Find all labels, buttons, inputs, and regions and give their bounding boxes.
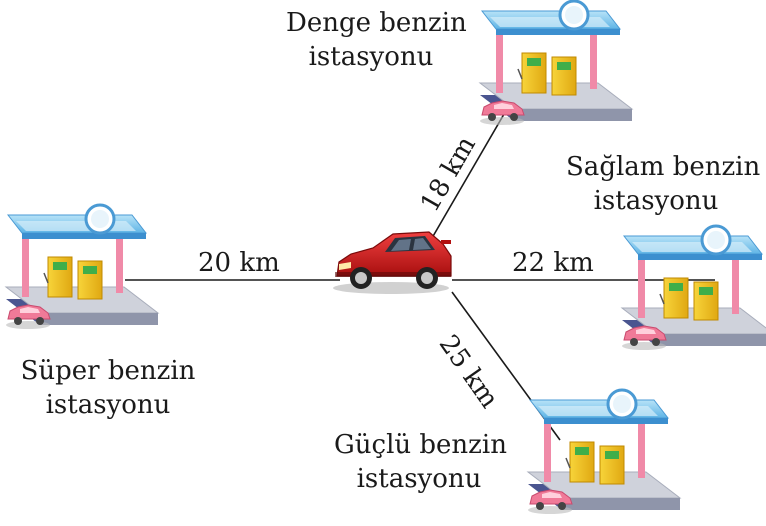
station-label-super: Süper benzin istasyonu xyxy=(18,354,198,422)
station-suffix-super: istasyonu xyxy=(45,390,171,420)
gas-station-icon-denge xyxy=(478,0,634,127)
distance-label-saglam: 22 km xyxy=(512,248,594,278)
red-car-icon xyxy=(333,231,452,294)
station-name-super: Süper benzin xyxy=(20,356,196,386)
station-label-guclu: Güçlü benzin istasyonu xyxy=(334,428,507,496)
station-name-saglam: Sağlam benzin xyxy=(566,152,761,182)
station-label-denge: Denge benzin istasyonu xyxy=(286,6,467,74)
station-name-guclu: Güçlü benzin xyxy=(334,430,507,460)
gas-station-icon-saglam xyxy=(620,224,766,352)
station-suffix-saglam: istasyonu xyxy=(593,186,719,216)
station-suffix-denge: istasyonu xyxy=(308,42,434,72)
distance-label-super: 20 km xyxy=(198,248,280,278)
gas-station-icon-guclu xyxy=(526,388,682,516)
station-label-saglam: Sağlam benzin istasyonu xyxy=(566,150,761,218)
station-name-denge: Denge benzin xyxy=(286,8,467,38)
station-suffix-guclu: istasyonu xyxy=(356,464,482,494)
gas-station-icon-super xyxy=(4,203,160,331)
